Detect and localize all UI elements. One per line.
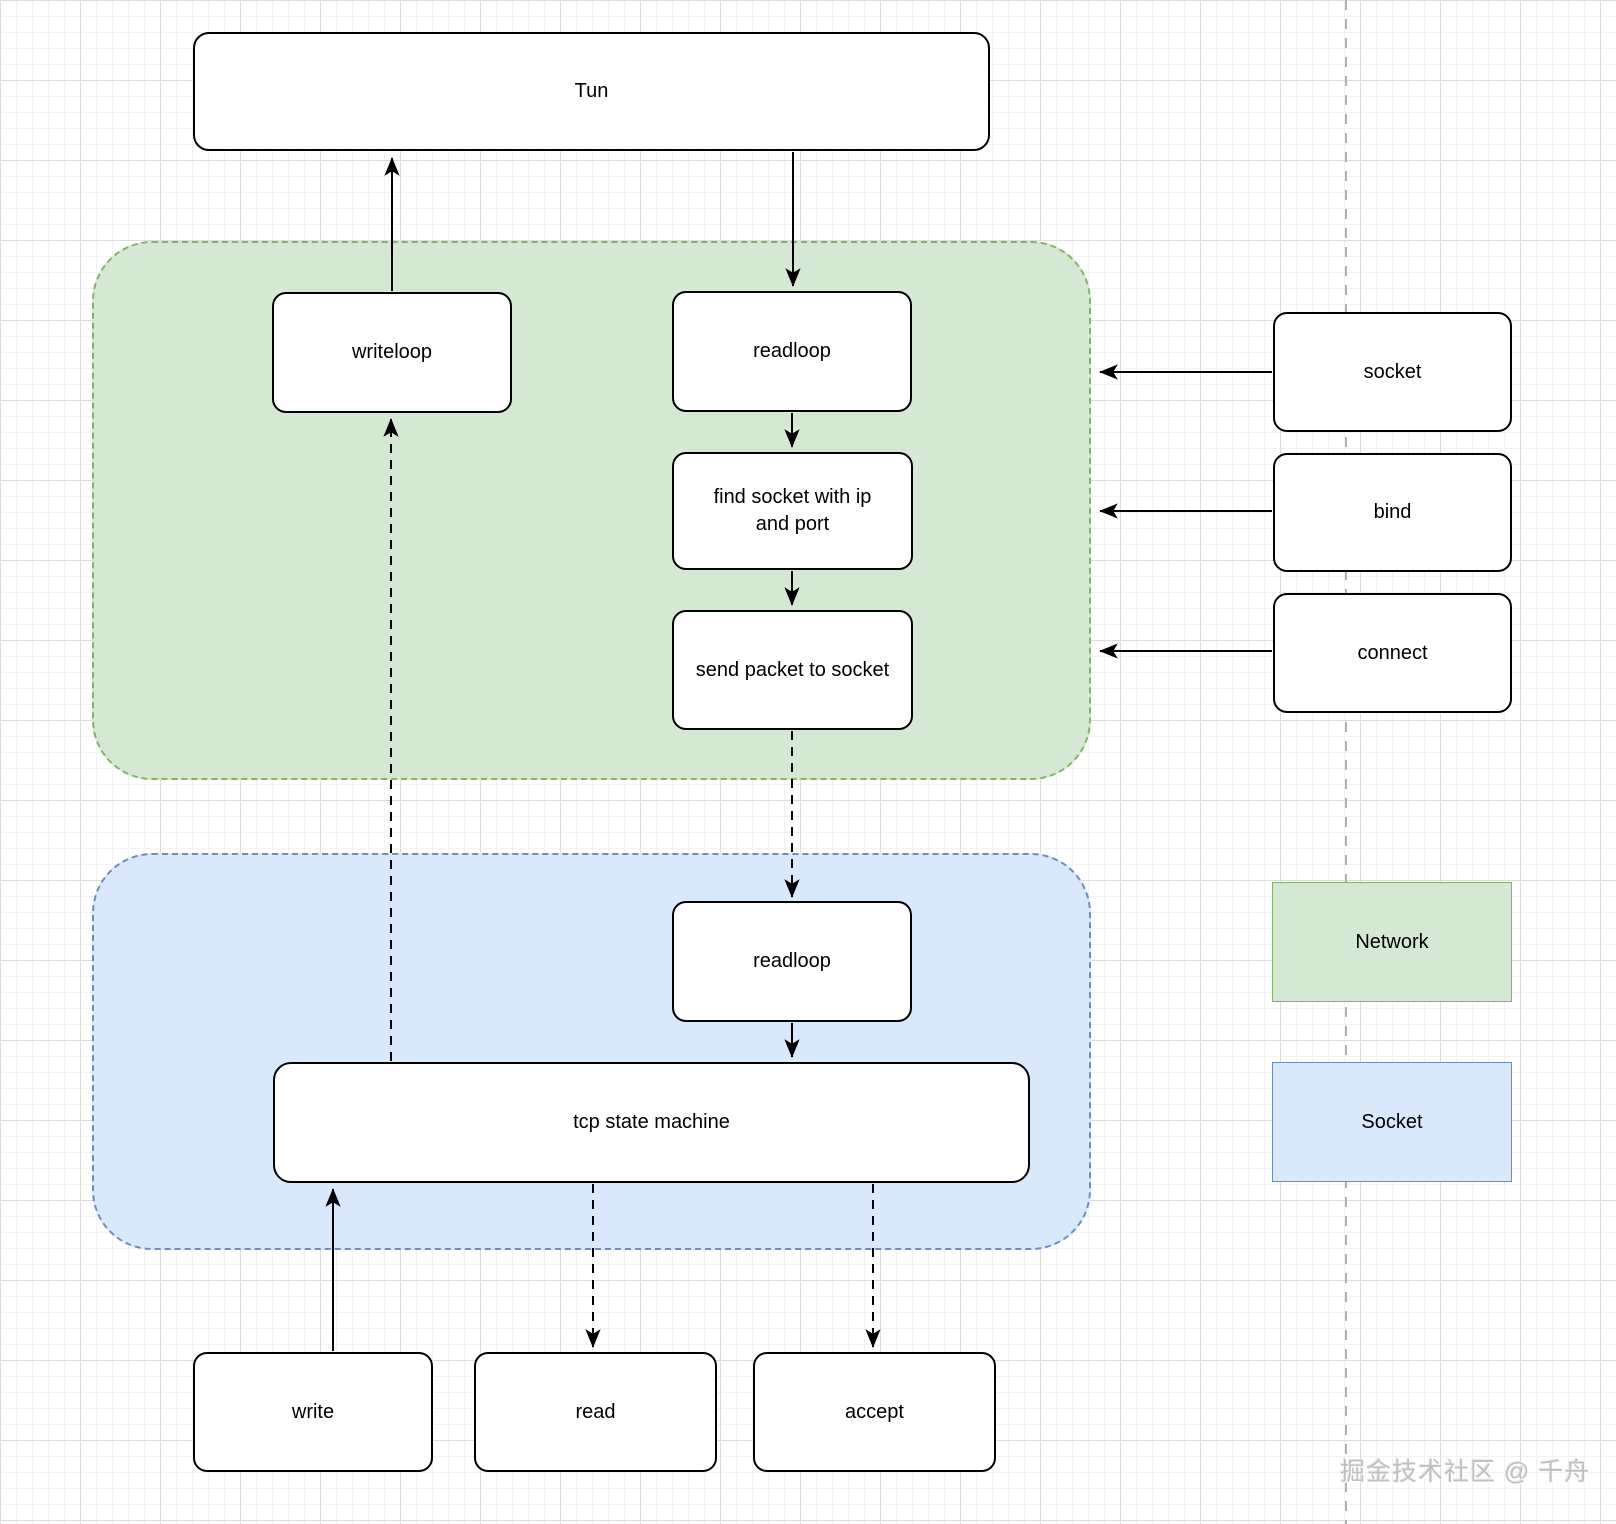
- network-region: [92, 241, 1091, 780]
- node-socket: socket: [1273, 312, 1512, 432]
- node-tun-label: Tun: [574, 80, 609, 102]
- node-readloop-socket-label: readloop: [753, 950, 831, 972]
- node-accept: accept: [753, 1352, 996, 1472]
- node-readloop-socket: readloop: [672, 901, 912, 1022]
- node-readloop-network: readloop: [672, 291, 912, 412]
- node-write-label: write: [291, 1400, 335, 1423]
- watermark: 掘金技术社区 @ 千舟: [1340, 1458, 1591, 1486]
- node-tcp-state-machine-label: tcp state machine: [573, 1111, 730, 1133]
- node-find-socket-label: find socket with ip and port: [713, 486, 872, 535]
- node-write: write: [193, 1352, 433, 1472]
- node-connect: connect: [1273, 593, 1512, 713]
- socket-region: [92, 853, 1091, 1250]
- node-read: read: [474, 1352, 717, 1472]
- legend-socket-label: Socket: [1361, 1110, 1423, 1133]
- node-connect-label: connect: [1357, 641, 1428, 664]
- node-tcp-state-machine: tcp state machine: [273, 1062, 1030, 1183]
- node-writeloop-label: writeloop: [351, 341, 433, 363]
- node-accept-label: accept: [845, 1400, 904, 1423]
- node-read-label: read: [575, 1400, 616, 1423]
- node-bind: bind: [1273, 453, 1512, 572]
- node-find-socket: find socket with ip and port: [672, 452, 913, 570]
- node-tun: Tun: [193, 32, 990, 151]
- node-readloop-network-label: readloop: [753, 340, 831, 362]
- node-send-packet-label: send packet to socket: [695, 658, 890, 681]
- node-bind-label: bind: [1373, 501, 1412, 523]
- node-send-packet: send packet to socket: [672, 610, 913, 730]
- page-separator-dashed-line: [1345, 0, 1347, 1524]
- legend-network: Network: [1272, 882, 1512, 1002]
- node-socket-label: socket: [1363, 360, 1422, 383]
- node-writeloop: writeloop: [272, 292, 512, 413]
- legend-socket: Socket: [1272, 1062, 1512, 1182]
- legend-network-label: Network: [1355, 930, 1429, 953]
